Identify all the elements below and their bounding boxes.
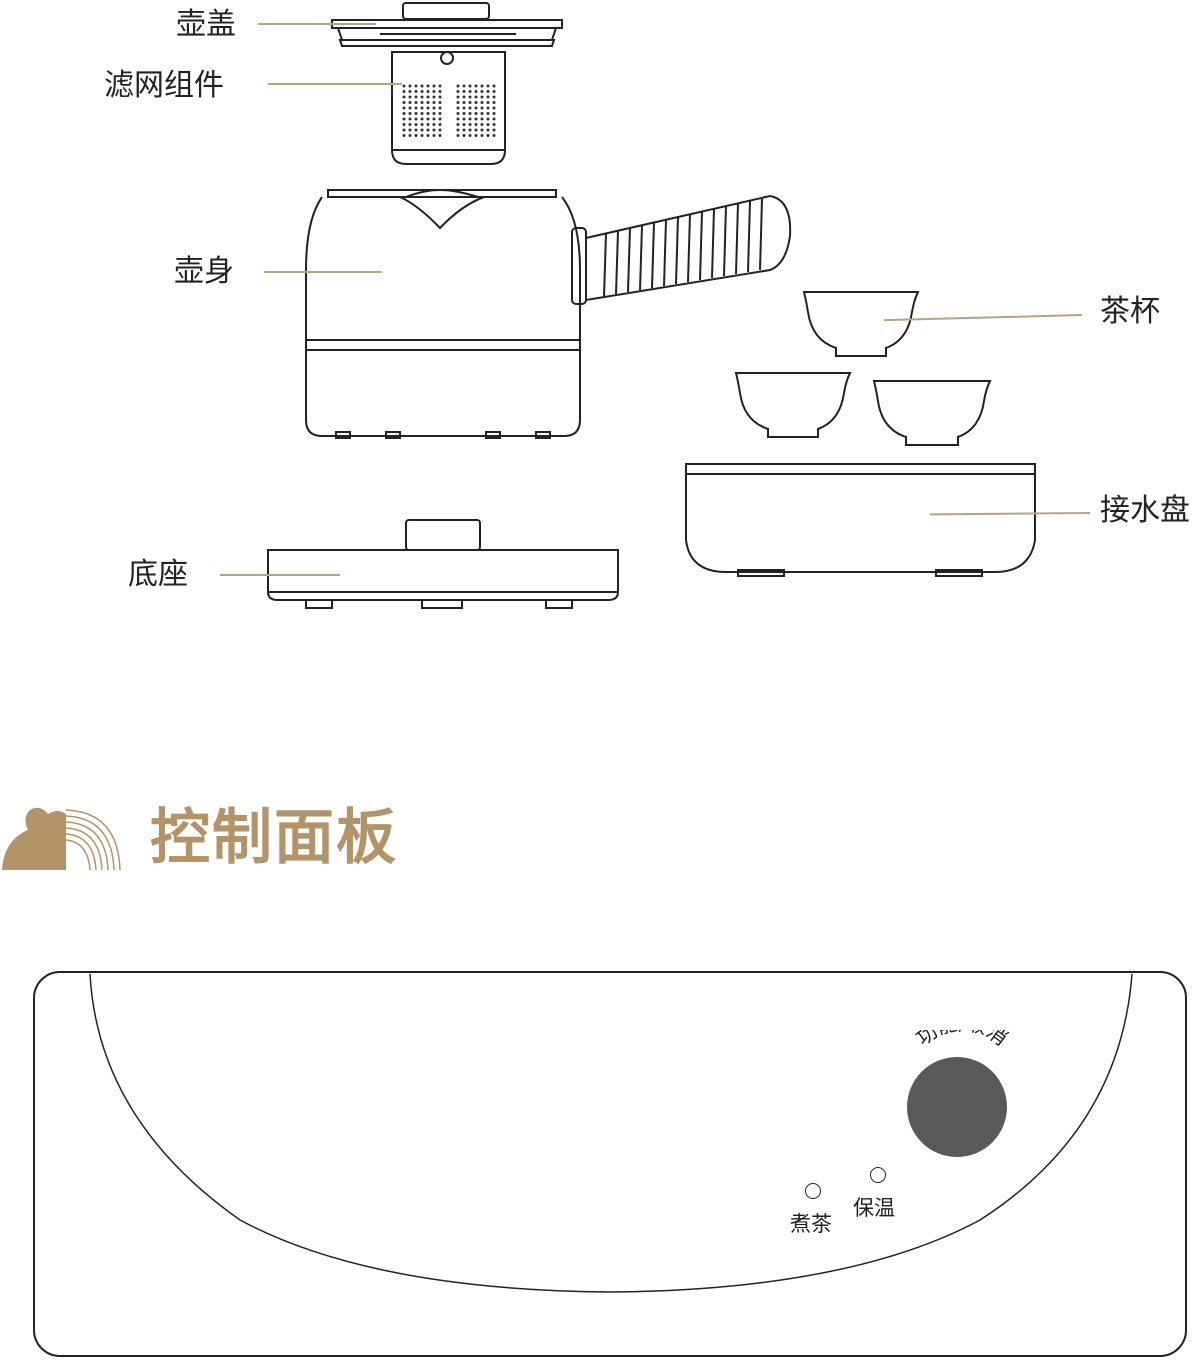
indicator-keepwarm-light [870, 1167, 886, 1183]
product-exploded-diagram [267, 2, 1036, 609]
label-tray: 接水盘 [1100, 493, 1190, 528]
leader-base [220, 574, 340, 576]
label-cups: 茶杯 [1100, 294, 1160, 329]
svg-text:功能/取消: 功能/取消 [911, 1030, 1012, 1050]
leader-kettle-body [264, 271, 382, 273]
base-drawing [267, 519, 619, 609]
kettle-body-drawing [305, 188, 792, 439]
indicator-cook-label: 煮茶 [790, 1212, 832, 1236]
section-title: 控制面板 [150, 803, 398, 873]
knob-label-arc: 功能/取消 [911, 1030, 1012, 1050]
filter-drawing [391, 51, 506, 165]
label-kettle-body: 壶身 [174, 254, 234, 289]
label-base: 底座 [128, 557, 188, 592]
brand-logo-icon [2, 807, 121, 871]
indicator-keepwarm-label: 保温 [853, 1196, 895, 1220]
leader-filter [268, 83, 402, 85]
label-lid: 壶盖 [176, 7, 236, 42]
leader-lid [258, 23, 376, 25]
handle-ribs [603, 198, 763, 297]
cups-drawing [734, 291, 992, 446]
tray-drawing [685, 463, 1036, 577]
knob-label: 功能/取消 [911, 1030, 1012, 1050]
lid-drawing [331, 2, 563, 47]
filter-mesh [402, 84, 496, 137]
function-cancel-knob[interactable] [907, 1057, 1007, 1157]
indicator-cook-light [805, 1183, 821, 1199]
label-filter: 滤网组件 [104, 68, 224, 103]
